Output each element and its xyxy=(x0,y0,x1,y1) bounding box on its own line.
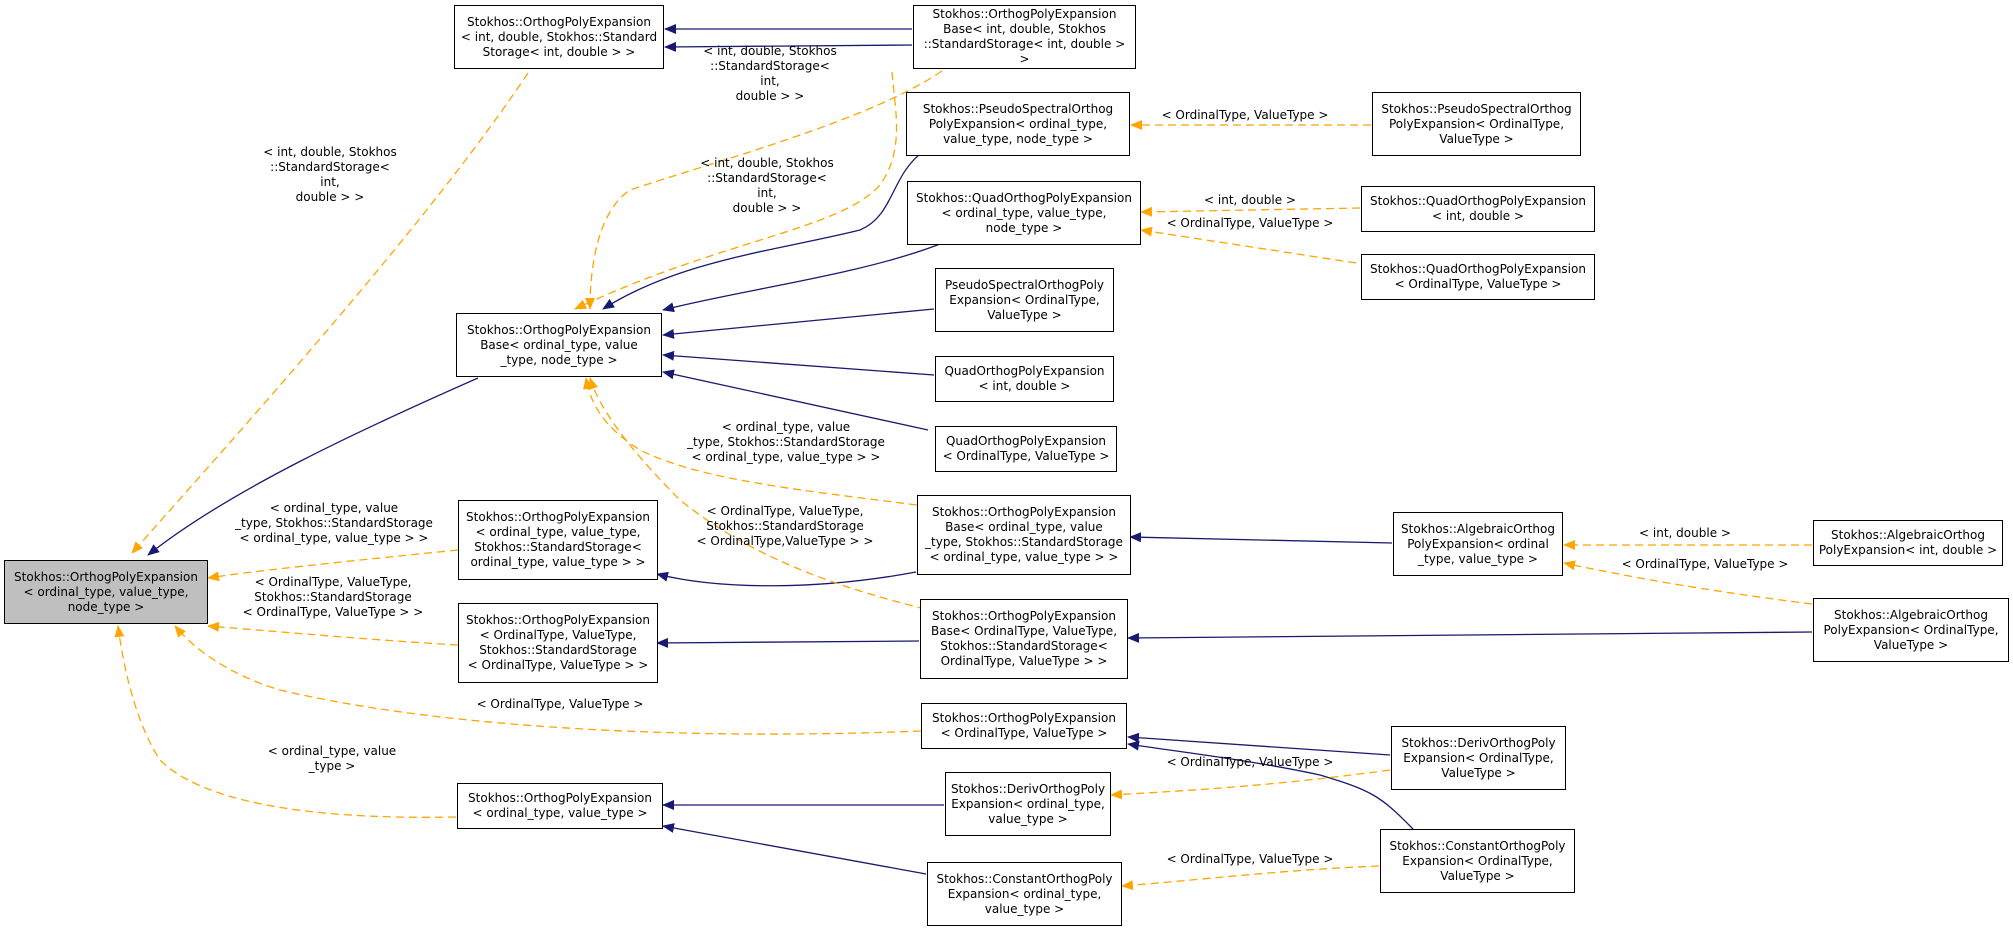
edge-opeb-from-ps xyxy=(602,149,926,310)
edge-opeb-from-quad xyxy=(662,243,941,313)
tedge-quad-to-quadOrdVal xyxy=(1140,226,1357,264)
edge-opebOrdValstd-from-algOrdVal xyxy=(1127,631,1813,643)
class-node-pseudospectral-ord-val-node[interactable]: Stokhos::PseudoSpectralOrthog PolyExpans… xyxy=(906,92,1130,156)
edge-root-from-opeb-ordvalnode xyxy=(147,377,479,556)
edge-opeb-from-quad-short-int xyxy=(662,350,935,376)
class-node-quad-ord-val-node[interactable]: Stokhos::QuadOrthogPolyExpansion < ordin… xyxy=(907,181,1141,245)
class-node-quad-int-double[interactable]: Stokhos::QuadOrthogPolyExpansion < int, … xyxy=(1361,186,1595,232)
class-node-ope-Ord-Val[interactable]: Stokhos::OrthogPolyExpansion < OrdinalTy… xyxy=(921,703,1127,749)
edge-opeordval-from-const xyxy=(662,823,927,875)
class-node-algebraic-int-double[interactable]: Stokhos::AlgebraicOrthog PolyExpansion< … xyxy=(1813,520,2003,566)
class-node-constant-Ord-Val[interactable]: Stokhos::ConstantOrthogPoly Expansion< O… xyxy=(1380,829,1575,893)
tedge-opeb-to-opebordvalstd xyxy=(583,377,918,506)
class-node-quad-Ord-Val[interactable]: Stokhos::QuadOrthogPolyExpansion < Ordin… xyxy=(1361,254,1595,300)
class-node-deriv-Ord-Val[interactable]: Stokhos::DerivOrthogPoly Expansion< Ordi… xyxy=(1391,726,1566,790)
class-node-ope-ord-val-std[interactable]: Stokhos::OrthogPolyExpansion < ordinal_t… xyxy=(458,500,658,580)
class-node-constant-ord-val[interactable]: Stokhos::ConstantOrthogPoly Expansion< o… xyxy=(927,862,1122,926)
class-node-root[interactable]: Stokhos::OrthogPolyExpansion < ordinal_t… xyxy=(4,560,208,624)
tedge-quad-to-quadintdouble xyxy=(1140,206,1361,217)
class-node-quad-short-Ord-Val[interactable]: QuadOrthogPolyExpansion < OrdinalType, V… xyxy=(935,426,1117,472)
tedge-opeb-to-opebintdouble-2 xyxy=(574,71,898,310)
tedge-root-to-opeOrdValstd xyxy=(207,621,459,646)
class-node-opeb-int-double-std[interactable]: Stokhos::OrthogPolyExpansion Base< int, … xyxy=(913,5,1136,69)
class-node-pseudospectral-Ord-Val[interactable]: Stokhos::PseudoSpectralOrthog PolyExpans… xyxy=(1372,92,1581,156)
tedge-const-to-constOrdVal xyxy=(1121,865,1380,891)
class-node-pseudospectral-short[interactable]: PseudoSpectralOrthogPoly Expansion< Ordi… xyxy=(935,268,1114,332)
edge-opeb-from-ps-short xyxy=(662,308,935,339)
tedge-alg-to-algOrdVal xyxy=(1563,560,1813,605)
tedge-root-to-opeOrdVal xyxy=(174,625,922,735)
tedge-opeb-to-opebOrdValstd xyxy=(588,377,939,613)
class-node-quad-short-int-double[interactable]: QuadOrthogPolyExpansion < int, double > xyxy=(935,356,1114,402)
edge-opeOrdVal-from-deriv xyxy=(1127,732,1391,756)
class-node-ope-ord-val[interactable]: Stokhos::OrthogPolyExpansion < ordinal_t… xyxy=(457,783,663,829)
class-node-ope-Ord-Val-std[interactable]: Stokhos::OrthogPolyExpansion < OrdinalTy… xyxy=(458,603,658,683)
tedge-root-to-opeordvalstd xyxy=(207,549,459,582)
class-node-opeb-ord-val-node[interactable]: Stokhos::OrthogPolyExpansion Base< ordin… xyxy=(456,313,662,377)
class-node-opeb-Ord-Val-std[interactable]: Stokhos::OrthogPolyExpansion Base< Ordin… xyxy=(920,599,1128,679)
tedge-deriv-to-derivOrdVal xyxy=(1110,769,1391,800)
class-node-algebraic-Ord-Val[interactable]: Stokhos::AlgebraicOrthog PolyExpansion< … xyxy=(1813,598,2009,662)
class-node-algebraic-ord-val[interactable]: Stokhos::AlgebraicOrthog PolyExpansion< … xyxy=(1393,512,1563,576)
edge-opeOrdVal-from-const xyxy=(1127,740,1414,830)
class-node-opeb-ord-val-std[interactable]: Stokhos::OrthogPolyExpansion Base< ordin… xyxy=(917,495,1131,575)
class-node-deriv-ord-val[interactable]: Stokhos::DerivOrthogPoly Expansion< ordi… xyxy=(945,772,1111,836)
class-node-ope-int-double-std[interactable]: Stokhos::OrthogPolyExpansion < int, doub… xyxy=(454,5,664,69)
edge-opeOrdValstd-from-opebOrdValstd xyxy=(656,637,920,648)
edge-opeintdouble-from-opebintdouble-2 xyxy=(664,41,913,52)
edge-opeb-from-quad-short-Ord xyxy=(662,369,929,431)
edge-opebordvalstd-from-alg xyxy=(1129,532,1393,544)
tedge-opeb-to-opebintdouble xyxy=(585,70,943,310)
tedge-root-to-opeordval xyxy=(114,625,457,818)
edge-opeordvalstd-from-opebordvalstd xyxy=(656,571,917,587)
tedge-root-to-opeintdouble xyxy=(131,72,529,554)
